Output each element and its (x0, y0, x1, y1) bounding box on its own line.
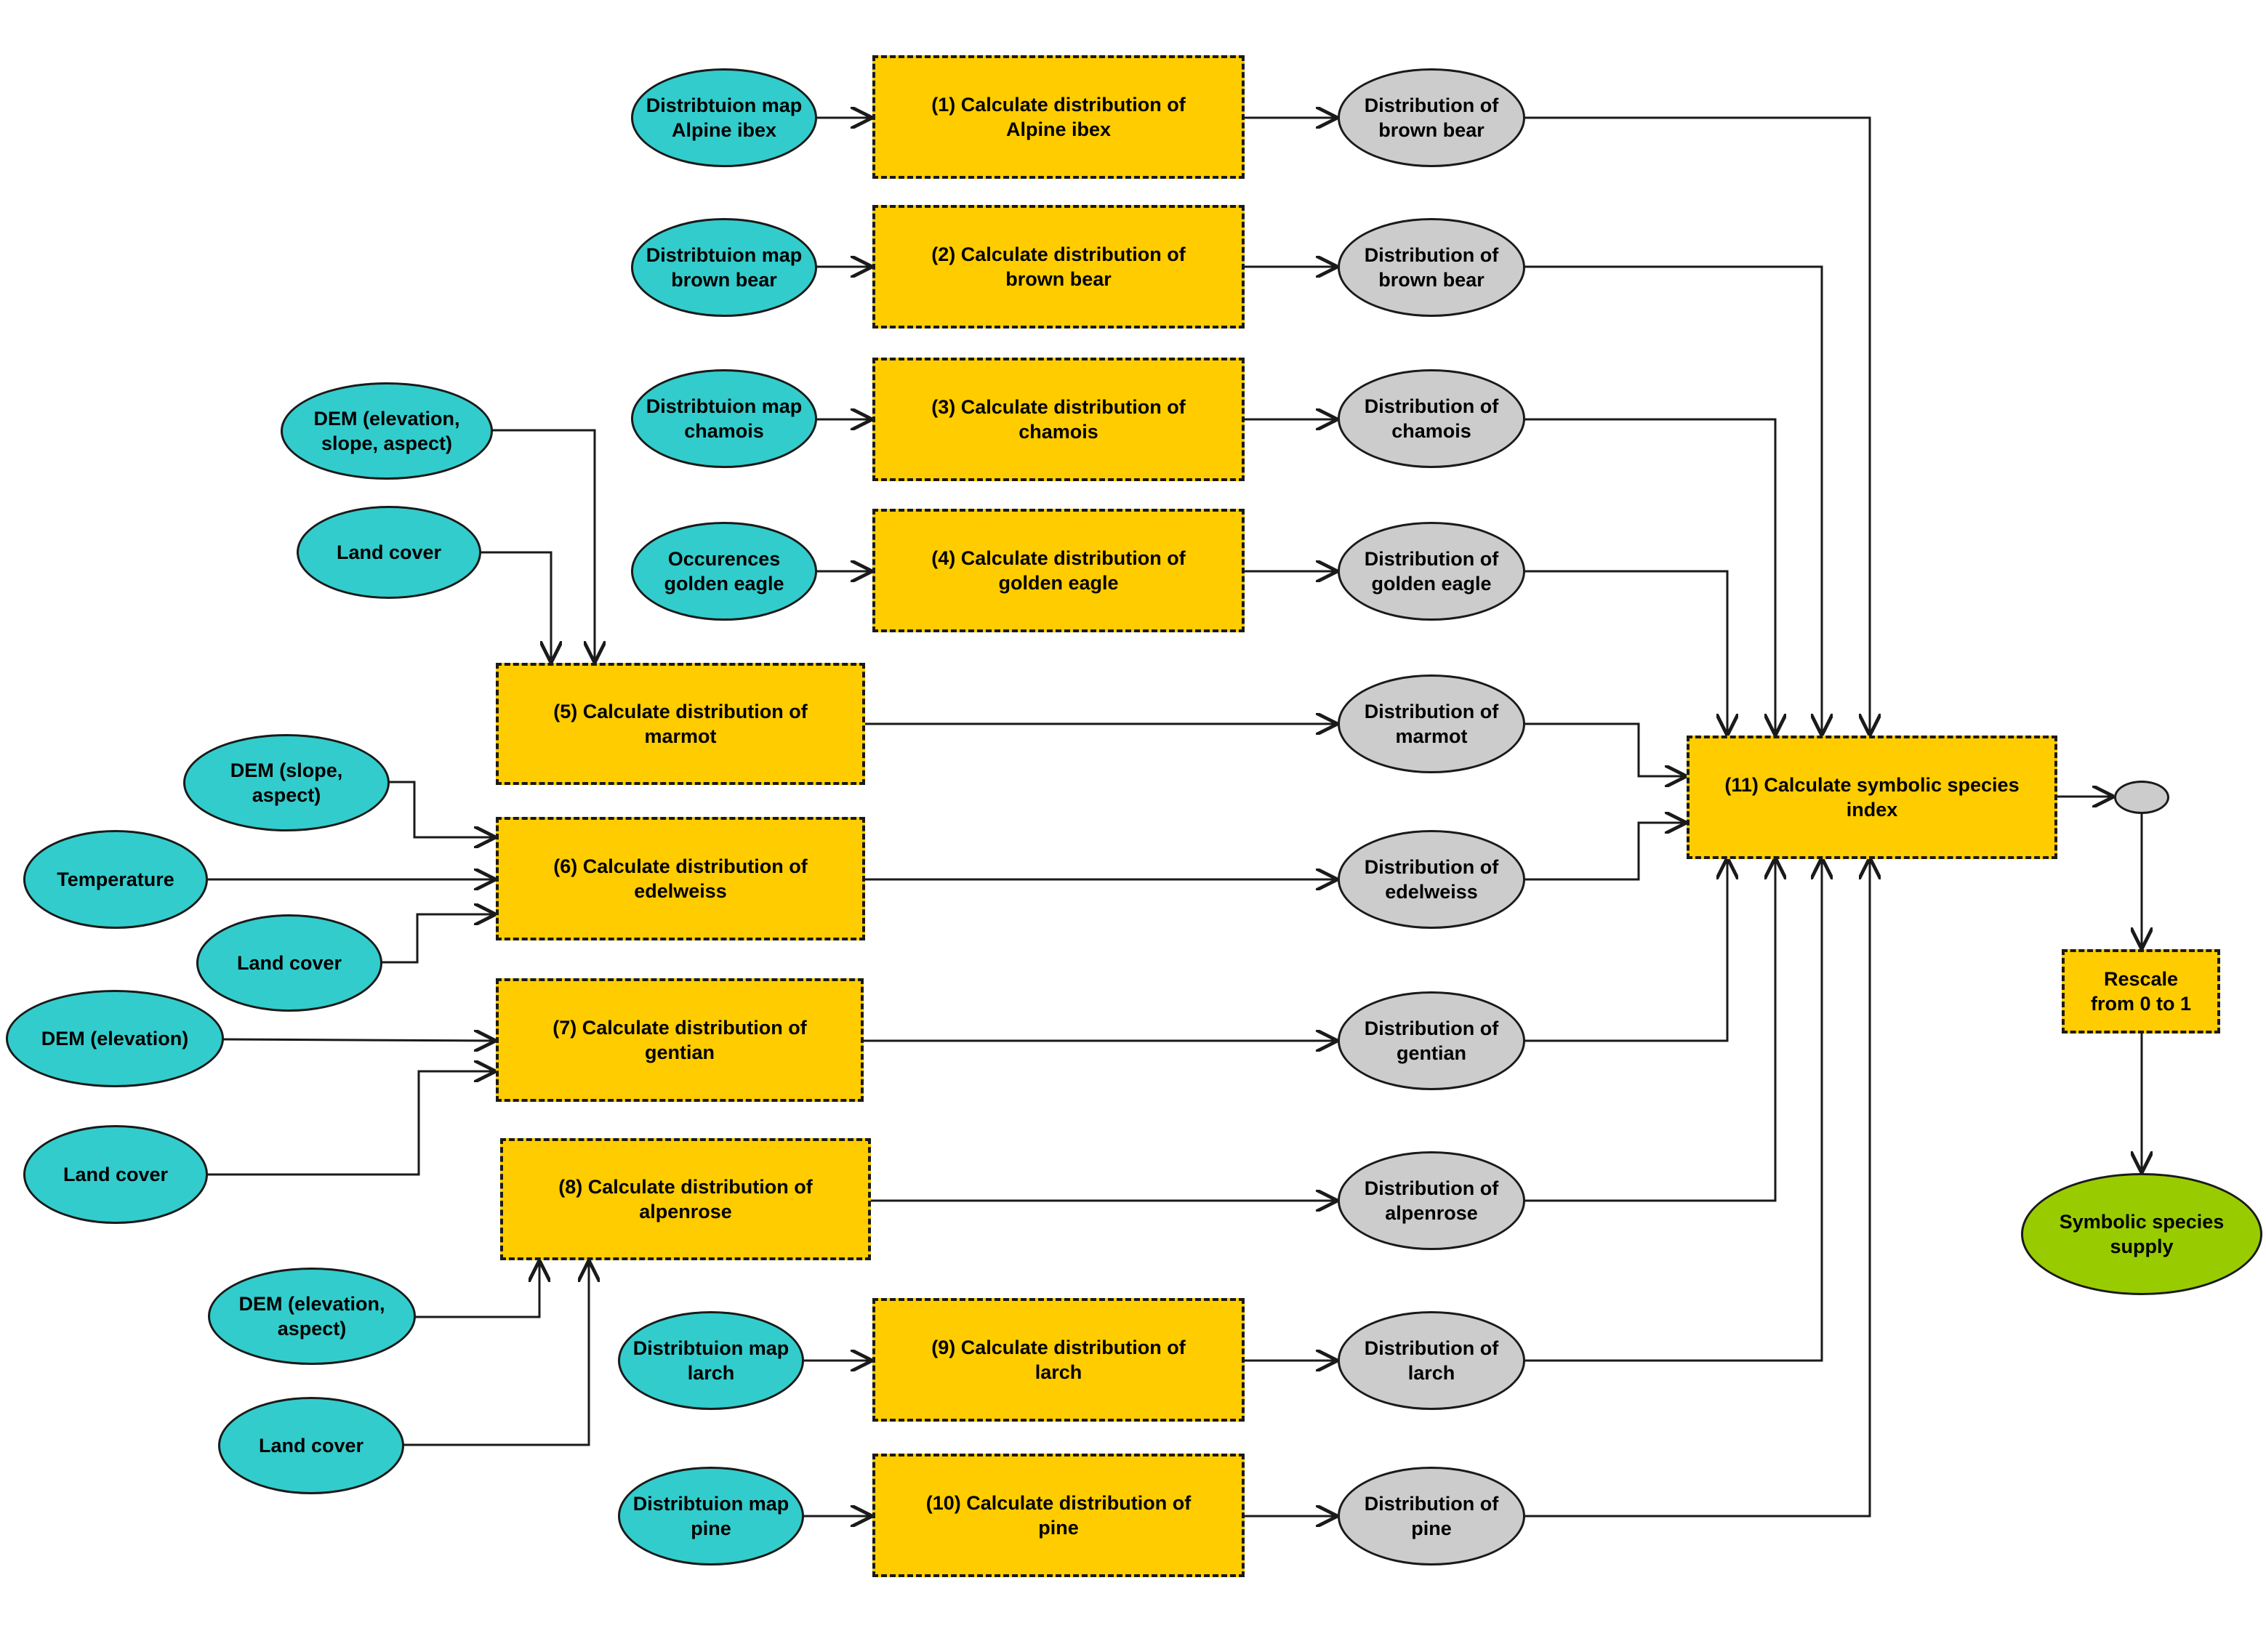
output-distribution-edelweiss: Distribution of edelweiss (1338, 830, 1525, 929)
process-11-symbolic-species-index: (11) Calculate symbolic species index (1687, 736, 2057, 859)
input-land-cover-alpenrose: Land cover (218, 1397, 404, 1494)
edge-o3-to-p11 (1524, 418, 1775, 736)
input-dem-gentian: DEM (elevation) (6, 990, 224, 1087)
input-occurences-golden-eagle: Occurences golden eagle (631, 522, 817, 621)
edge-o1-to-p11 (1524, 116, 1870, 736)
edge-o7-to-p11 (1524, 858, 1727, 1042)
input-dem-edelweiss: DEM (slope, aspect) (183, 734, 390, 831)
input-land-cover-gentian: Land cover (23, 1125, 208, 1224)
process-6-edelweiss: (6) Calculate distribution of edelweiss (496, 817, 865, 940)
process-4-golden-eagle: (4) Calculate distribution of golden eag… (872, 509, 1245, 632)
input-land-cover-edelweiss: Land cover (196, 914, 382, 1012)
output-distribution-brown-bear: Distribution of brown bear (1338, 218, 1525, 317)
process-rescale: Rescale from 0 to 1 (2062, 949, 2220, 1033)
input-distribution-map-larch: Distribtuion map larch (618, 1311, 804, 1410)
process-3-chamois: (3) Calculate distribution of chamois (872, 358, 1245, 481)
input-dem-alpenrose: DEM (elevation, aspect) (208, 1268, 416, 1365)
intermediate-output (2114, 781, 2169, 814)
edge-o2-to-p11 (1524, 265, 1822, 736)
process-7-gentian: (7) Calculate distribution of gentian (496, 978, 864, 1102)
input-dem-marmot: DEM (elevation, slope, aspect) (281, 382, 493, 480)
input-land-cover-marmot: Land cover (297, 506, 481, 599)
edge-o9-to-p11 (1524, 858, 1822, 1362)
edge-o5-to-p11 (1524, 722, 1687, 776)
edge-lc-edelweiss-to-p6 (381, 914, 496, 964)
output-distribution-pine: Distribution of pine (1338, 1467, 1525, 1566)
process-8-alpenrose: (8) Calculate distribution of alpenrose (500, 1138, 871, 1260)
output-distribution-marmot: Distribution of marmot (1338, 674, 1525, 773)
process-9-larch: (9) Calculate distribution of larch (872, 1298, 1245, 1422)
edge-o4-to-p11 (1524, 570, 1727, 736)
edge-dem-gentian-to-p7 (222, 1039, 496, 1041)
edge-lc-marmot-to-p5 (480, 551, 551, 663)
process-1-alpine-ibex: (1) Calculate distribution of Alpine ibe… (872, 55, 1245, 179)
edge-o6-to-p11 (1524, 823, 1687, 881)
input-distribution-map-alpine-ibex: Distribtuion map Alpine ibex (631, 68, 817, 167)
input-distribution-map-brown-bear: Distribtuion map brown bear (631, 218, 817, 317)
input-distribution-map-chamois: Distribtuion map chamois (631, 369, 817, 468)
output-distribution-1: Distribution of brown bear (1338, 68, 1525, 167)
final-output-symbolic-species-supply: Symbolic species supply (2021, 1173, 2262, 1295)
edge-dem-edelweiss-to-p6 (388, 781, 496, 837)
input-distribution-map-pine: Distribtuion map pine (618, 1467, 804, 1566)
output-distribution-alpenrose: Distribution of alpenrose (1338, 1151, 1525, 1250)
edge-o8-to-p11 (1524, 858, 1775, 1202)
edge-o10-to-p11 (1524, 858, 1870, 1518)
output-distribution-golden-eagle: Distribution of golden eagle (1338, 522, 1525, 621)
edge-lc-gentian-to-p7 (206, 1071, 496, 1176)
process-5-marmot: (5) Calculate distribution of marmot (496, 663, 865, 785)
edge-dem-alpenrose-to-p8 (414, 1260, 539, 1318)
process-2-brown-bear: (2) Calculate distribution of brown bear (872, 205, 1245, 329)
output-distribution-gentian: Distribution of gentian (1338, 991, 1525, 1090)
input-temperature: Temperature (23, 830, 208, 929)
output-distribution-chamois: Distribution of chamois (1338, 369, 1525, 468)
edge-lc-alpenrose-to-p8 (403, 1260, 589, 1446)
output-distribution-larch: Distribution of larch (1338, 1311, 1525, 1410)
process-10-pine: (10) Calculate distribution of pine (872, 1454, 1245, 1577)
edge-dem-marmot-to-p5 (491, 429, 595, 663)
